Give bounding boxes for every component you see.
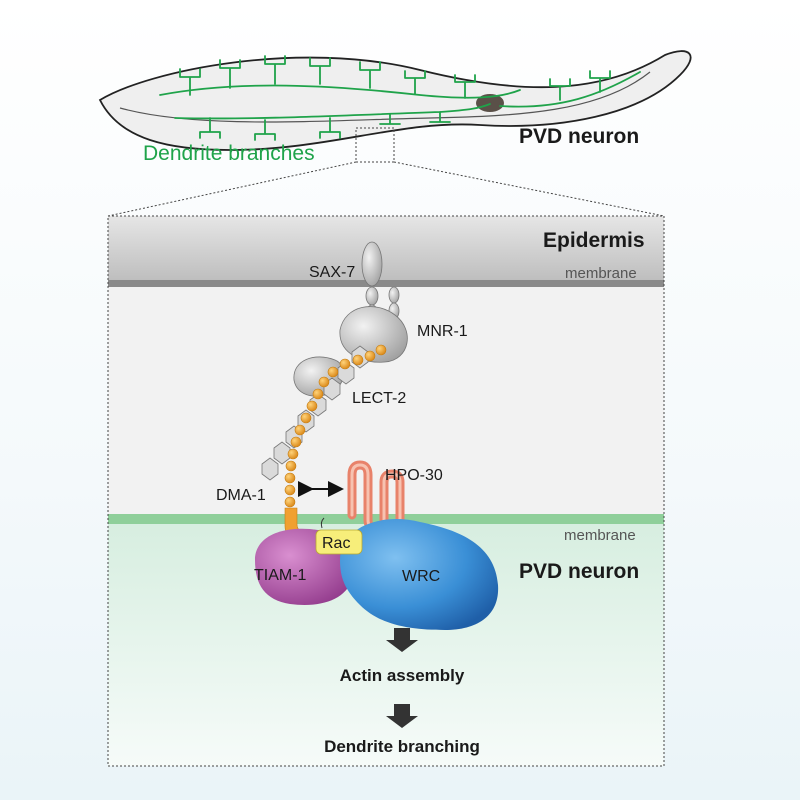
rac-label: Rac <box>322 535 350 552</box>
panel-neuron-label: PVD neuron <box>519 560 639 583</box>
zoom-indicator <box>107 127 665 217</box>
wrc-label: WRC <box>402 568 440 585</box>
mnr1-label: MNR-1 <box>417 323 468 340</box>
pathway-arrow-2 <box>386 704 418 728</box>
membrane-top-label: membrane <box>565 265 637 282</box>
membrane-bottom-label: membrane <box>564 527 636 544</box>
wrc-protein <box>340 519 499 630</box>
dendrite-branching-label: Dendrite branching <box>324 737 480 756</box>
cell-body-icon <box>476 94 504 112</box>
lect2-label: LECT-2 <box>352 390 406 407</box>
worm-body <box>98 50 692 151</box>
dma1-label: DMA-1 <box>216 487 266 504</box>
rac-protein <box>315 517 363 555</box>
epidermis-label: Epidermis <box>543 229 645 252</box>
tiam1-label: TIAM-1 <box>254 567 307 584</box>
dendrite-branches-label: Dendrite branches <box>143 142 315 165</box>
hpo30-label: HPO-30 <box>385 467 443 484</box>
sax7-label: SAX-7 <box>309 264 355 281</box>
dendrite-arbor <box>159 55 641 141</box>
worm-neuron-label: PVD neuron <box>519 125 639 148</box>
actin-assembly-label: Actin assembly <box>340 666 465 685</box>
pathway-arrow-1 <box>386 628 418 652</box>
